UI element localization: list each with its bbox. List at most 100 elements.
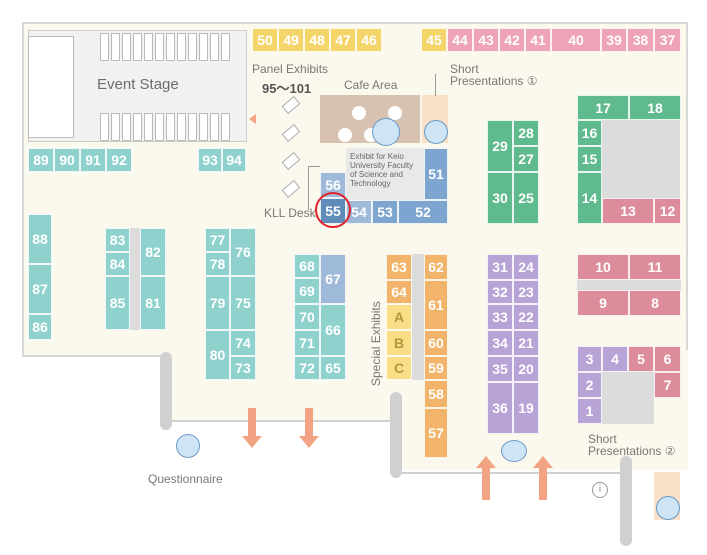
- booth-68[interactable]: 68: [294, 254, 320, 278]
- booth-2[interactable]: 2: [577, 372, 602, 398]
- booth-35[interactable]: 35: [487, 356, 513, 382]
- booth-77[interactable]: 77: [205, 228, 230, 252]
- booth-80[interactable]: 80: [205, 330, 230, 380]
- booth-63[interactable]: 63: [386, 254, 412, 280]
- booth-38[interactable]: 38: [627, 28, 654, 52]
- booth-58[interactable]: 58: [424, 380, 448, 408]
- booth-40[interactable]: 40: [551, 28, 601, 52]
- booth-11[interactable]: 11: [629, 254, 681, 280]
- booth-14[interactable]: 14: [577, 172, 602, 224]
- booth-61[interactable]: 61: [424, 280, 448, 330]
- booth-12[interactable]: 12: [654, 198, 681, 224]
- booth-37[interactable]: 37: [654, 28, 681, 52]
- booth-49[interactable]: 49: [278, 28, 304, 52]
- booth-75[interactable]: 75: [230, 276, 256, 330]
- booth-50[interactable]: 50: [252, 28, 278, 52]
- booth-51[interactable]: 51: [424, 148, 448, 200]
- booth-92[interactable]: 92: [106, 148, 132, 172]
- booth-66[interactable]: 66: [320, 304, 346, 356]
- booth-9[interactable]: 9: [577, 290, 629, 316]
- booth-85[interactable]: 85: [105, 276, 130, 330]
- booth-94[interactable]: 94: [222, 148, 246, 172]
- booth-8[interactable]: 8: [629, 290, 681, 316]
- booth-a[interactable]: A: [386, 304, 412, 330]
- booth-33[interactable]: 33: [487, 304, 513, 330]
- highlight-circle: [315, 192, 351, 228]
- booth-69[interactable]: 69: [294, 278, 320, 304]
- booth-16[interactable]: 16: [577, 120, 602, 146]
- booth-30[interactable]: 30: [487, 172, 513, 224]
- booth-43[interactable]: 43: [473, 28, 499, 52]
- booth-21[interactable]: 21: [513, 330, 539, 356]
- booth-6[interactable]: 6: [654, 346, 681, 372]
- booth-24[interactable]: 24: [513, 254, 539, 280]
- booth-23[interactable]: 23: [513, 280, 539, 304]
- booth-84[interactable]: 84: [105, 252, 130, 276]
- booth-19[interactable]: 19: [513, 382, 539, 434]
- booth-53[interactable]: 53: [372, 200, 398, 224]
- booth-72[interactable]: 72: [294, 356, 320, 380]
- booth-34[interactable]: 34: [487, 330, 513, 356]
- booth-c[interactable]: C: [386, 356, 412, 380]
- booth-b[interactable]: B: [386, 330, 412, 356]
- booth-88[interactable]: 88: [28, 214, 52, 264]
- booth-93[interactable]: 93: [198, 148, 222, 172]
- booth-3[interactable]: 3: [577, 346, 602, 372]
- booth-60[interactable]: 60: [424, 330, 448, 356]
- booth-44[interactable]: 44: [447, 28, 473, 52]
- booth-57[interactable]: 57: [424, 408, 448, 458]
- booth-32[interactable]: 32: [487, 280, 513, 304]
- booth-20[interactable]: 20: [513, 356, 539, 382]
- booth-62[interactable]: 62: [424, 254, 448, 280]
- booth-29[interactable]: 29: [487, 120, 513, 172]
- booth-31[interactable]: 31: [487, 254, 513, 280]
- booth-73[interactable]: 73: [230, 356, 256, 380]
- booth-46[interactable]: 46: [356, 28, 382, 52]
- right-gray-area: [602, 372, 654, 424]
- booth-82[interactable]: 82: [140, 228, 166, 276]
- booth-83[interactable]: 83: [105, 228, 130, 252]
- booth-91[interactable]: 91: [80, 148, 106, 172]
- booth-87[interactable]: 87: [28, 264, 52, 314]
- booth-48[interactable]: 48: [304, 28, 330, 52]
- booth-52[interactable]: 52: [398, 200, 448, 224]
- booth-25[interactable]: 25: [513, 172, 539, 224]
- event-stage-label: Event Stage: [97, 76, 179, 93]
- booth-64[interactable]: 64: [386, 280, 412, 304]
- booth-90[interactable]: 90: [54, 148, 80, 172]
- booth-13[interactable]: 13: [602, 198, 654, 224]
- booth-74[interactable]: 74: [230, 330, 256, 356]
- divider: [412, 254, 424, 380]
- booth-5[interactable]: 5: [628, 346, 654, 372]
- divider: [130, 228, 140, 330]
- booth-4[interactable]: 4: [602, 346, 628, 372]
- booth-59[interactable]: 59: [424, 356, 448, 380]
- booth-76[interactable]: 76: [230, 228, 256, 276]
- booth-47[interactable]: 47: [330, 28, 356, 52]
- booth-86[interactable]: 86: [28, 314, 52, 340]
- booth-10[interactable]: 10: [577, 254, 629, 280]
- booth-71[interactable]: 71: [294, 330, 320, 356]
- booth-79[interactable]: 79: [205, 276, 230, 330]
- booth-78[interactable]: 78: [205, 252, 230, 276]
- booth-7[interactable]: 7: [654, 372, 681, 398]
- booth-39[interactable]: 39: [601, 28, 627, 52]
- booth-89[interactable]: 89: [28, 148, 54, 172]
- booth-15[interactable]: 15: [577, 146, 602, 172]
- booth-65[interactable]: 65: [320, 356, 346, 380]
- booth-42[interactable]: 42: [499, 28, 525, 52]
- booth-67[interactable]: 67: [320, 254, 346, 304]
- presentation-icon: [501, 440, 527, 462]
- booth-36[interactable]: 36: [487, 382, 513, 434]
- booth-41[interactable]: 41: [525, 28, 551, 52]
- booth-17[interactable]: 17: [577, 95, 629, 120]
- booth-18[interactable]: 18: [629, 95, 681, 120]
- booth-1[interactable]: 1: [577, 398, 602, 424]
- booth-45[interactable]: 45: [421, 28, 447, 52]
- booth-28[interactable]: 28: [513, 120, 539, 146]
- booth-27[interactable]: 27: [513, 146, 539, 172]
- booth-81[interactable]: 81: [140, 276, 166, 330]
- booth-22[interactable]: 22: [513, 304, 539, 330]
- booth-70[interactable]: 70: [294, 304, 320, 330]
